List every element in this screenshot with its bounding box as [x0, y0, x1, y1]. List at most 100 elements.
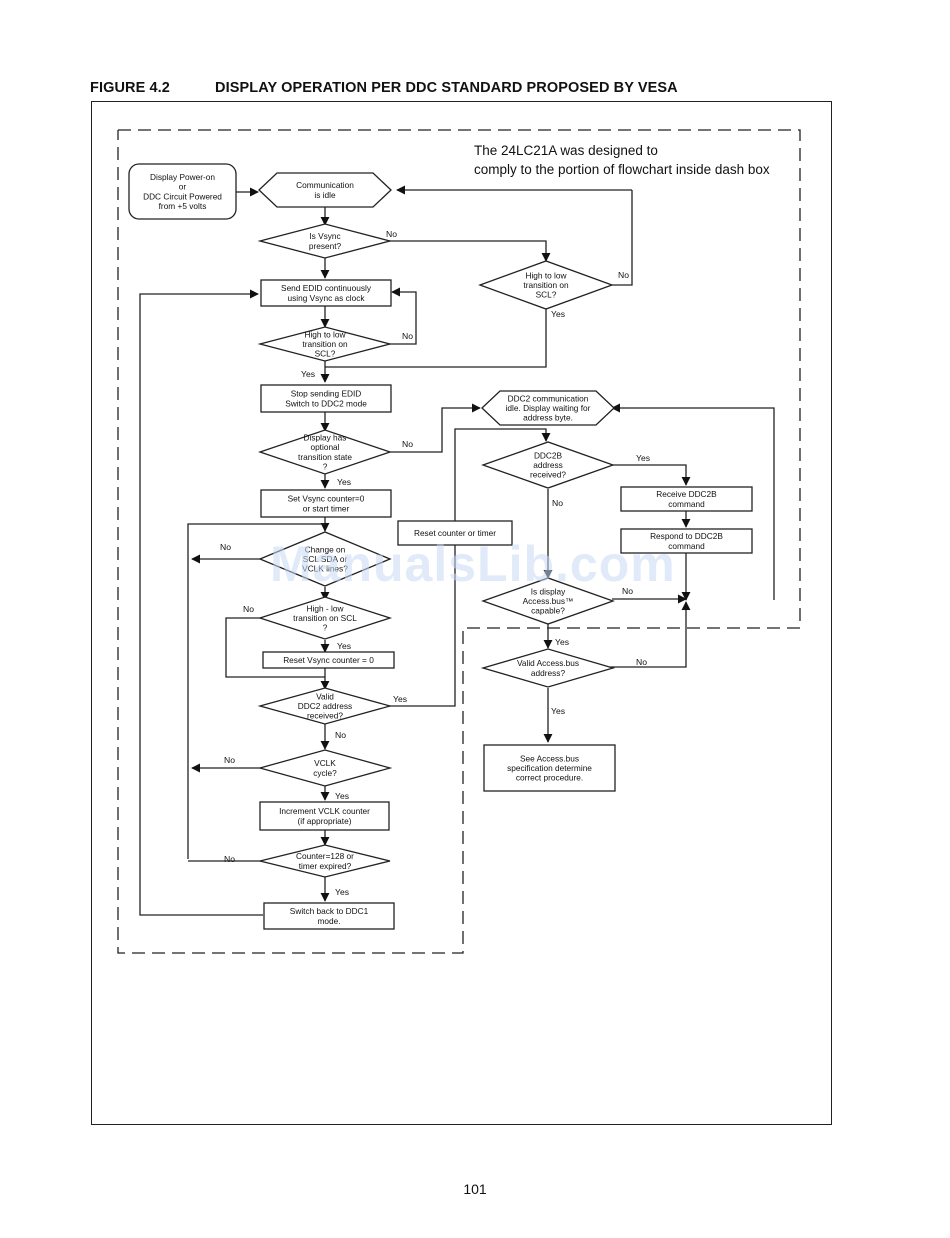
set-vsync-counter-text: or start timer	[303, 503, 350, 513]
connector	[388, 403, 481, 453]
send-edid-box	[260, 279, 392, 307]
no-label: No	[386, 229, 397, 239]
ddc2b-received-text: address	[533, 460, 563, 470]
high-low-scl-diamond	[257, 596, 393, 640]
yes-label: Yes	[337, 641, 351, 651]
figure-caption: DISPLAY OPERATION PER DDC STANDARD PROPO…	[215, 80, 678, 96]
vsync-present-text: Is Vsync	[309, 231, 340, 241]
connectors	[139, 185, 775, 916]
switch-ddc1-text: Switch back to DDC1	[290, 906, 369, 916]
power-on-text: DDC Circuit Powered	[143, 191, 222, 201]
high-low-scl-text: transition on SCL	[293, 613, 357, 623]
high-low-right-text: High to low	[525, 270, 567, 280]
no-label: No	[224, 854, 235, 864]
high-low-left-diamond	[257, 326, 393, 362]
no-label: No	[243, 604, 254, 614]
comm-idle-hexagon	[258, 172, 392, 208]
see-accessbus-text: correct procedure.	[516, 773, 583, 783]
connector	[187, 523, 325, 859]
valid-accessbus-text: Valid Access.bus	[517, 658, 579, 668]
respond-ddc2b-text: command	[668, 541, 705, 551]
figure-frame	[91, 101, 832, 1125]
high-low-left-text: SCL?	[315, 349, 336, 359]
vclk-cycle-text: VCLK	[314, 758, 336, 768]
accessbus-capable-text: Access.bus™	[523, 596, 574, 606]
power-on-text: from +5 volts	[159, 201, 207, 211]
see-accessbus-text: See Access.bus	[520, 753, 579, 763]
page-number: 101	[463, 1181, 487, 1197]
change-on-scl-text: VCLK lines?	[302, 564, 348, 574]
change-on-scl-text: SCL SDA or	[303, 554, 348, 564]
no-label: No	[552, 498, 563, 508]
yes-label: Yes	[301, 369, 315, 379]
ddc2-idle-text: address byte.	[523, 413, 573, 423]
comm-idle-text: Communication	[296, 180, 354, 190]
accessbus-capable-text: capable?	[531, 606, 565, 616]
send-edid-text: using Vsync as clock	[287, 293, 365, 303]
branch-labels: NoNoYesNoYesNoYesNoNoYesYesNoNoYesNoYesY…	[220, 229, 650, 897]
switch-ddc1-box	[263, 902, 395, 930]
no-label: No	[618, 270, 629, 280]
ddc2-idle-text: DDC2 communication	[508, 393, 589, 403]
optional-transition-text: optional	[310, 442, 339, 452]
reset-vsync-text: Reset Vsync counter = 0	[283, 655, 374, 665]
counter-128-text: timer expired?	[299, 861, 352, 871]
connector	[454, 428, 551, 522]
counter-128-diamond	[259, 844, 391, 878]
dash-box-note: The 24LC21A was designed to comply to th…	[474, 141, 770, 179]
connector	[139, 289, 263, 916]
reset-counter-timer-text: Reset counter or timer	[414, 528, 496, 538]
connector	[225, 617, 325, 678]
no-label: No	[402, 439, 413, 449]
note-line: comply to the portion of flowchart insid…	[474, 162, 770, 177]
send-edid-text: Send EDID continuously	[281, 283, 372, 293]
connector	[612, 464, 691, 486]
watermark: ManualsLib.com	[270, 536, 676, 592]
switch-ddc1-text: mode.	[317, 916, 340, 926]
yes-label: Yes	[551, 706, 565, 716]
yes-label: Yes	[337, 477, 351, 487]
yes-label: Yes	[335, 791, 349, 801]
connector	[388, 545, 456, 707]
reset-counter-timer-box	[397, 520, 513, 546]
ddc2b-received-diamond	[481, 441, 615, 489]
valid-accessbus-text: address?	[531, 668, 566, 678]
stop-edid-text: Stop sending EDID	[291, 389, 362, 399]
yes-label: Yes	[393, 694, 407, 704]
no-label: No	[402, 331, 413, 341]
receive-ddc2b-text: Receive DDC2B	[656, 489, 717, 499]
valid-accessbus-diamond	[480, 648, 616, 688]
respond-ddc2b-text: Respond to DDC2B	[650, 531, 723, 541]
vclk-cycle-text: cycle?	[313, 768, 337, 778]
connector	[388, 240, 551, 262]
accessbus-capable-text: Is display	[531, 586, 566, 596]
yes-label: Yes	[555, 637, 569, 647]
see-accessbus-text: specification determine	[507, 763, 592, 773]
accessbus-capable-diamond	[481, 577, 615, 625]
receive-ddc2b-box	[620, 486, 753, 512]
dash-boundary	[117, 129, 801, 954]
high-low-right-text: SCL?	[536, 290, 557, 300]
high-low-scl-text: ?	[323, 623, 328, 633]
optional-transition-diamond	[257, 429, 393, 475]
increment-vclk-box	[259, 801, 390, 831]
note-line: The 24LC21A was designed to	[474, 143, 658, 158]
ddc2b-received-text: DDC2B	[534, 450, 563, 460]
yes-label: Yes	[551, 309, 565, 319]
see-accessbus-box	[483, 744, 616, 792]
ddc2-idle-hexagon	[481, 390, 615, 426]
no-label: No	[335, 730, 346, 740]
high-low-left-text: transition on	[302, 339, 348, 349]
set-vsync-counter-box	[260, 489, 392, 518]
high-low-right-diamond	[478, 260, 614, 310]
stop-edid-box	[260, 384, 392, 413]
power-on-box	[128, 163, 237, 220]
ddc2b-received-text: received?	[530, 470, 566, 480]
flow-shapes	[128, 163, 753, 930]
comm-idle-text: is idle	[314, 190, 336, 200]
increment-vclk-text: Increment VCLK counter	[279, 806, 370, 816]
connector	[325, 307, 547, 368]
optional-transition-text: Display has	[304, 433, 347, 443]
